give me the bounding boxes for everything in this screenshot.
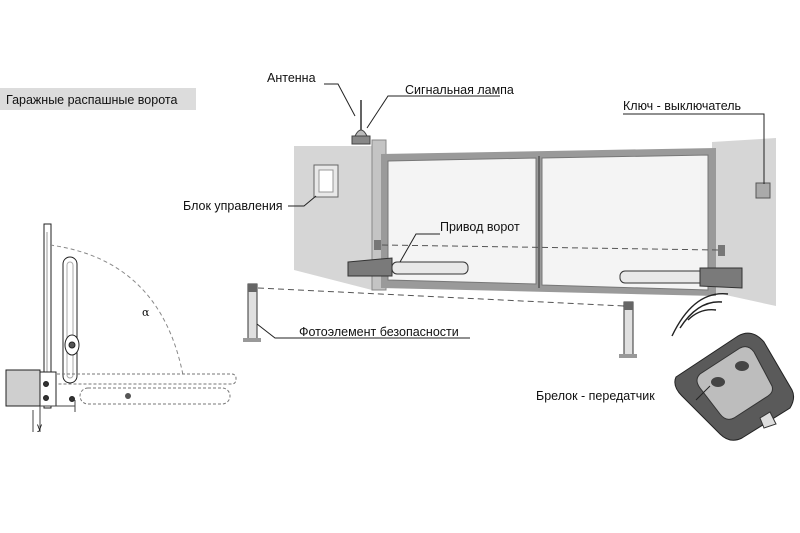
gate-leaf-left	[387, 157, 537, 285]
gate-scene	[243, 100, 776, 358]
leader-key-switch	[623, 113, 765, 184]
leader-remote	[695, 385, 711, 401]
gate-leaf-right	[541, 154, 709, 291]
leader-gate-drive	[399, 233, 440, 263]
right-wall	[712, 138, 776, 306]
title-box: Гаражные распашные ворота	[0, 88, 196, 110]
label-remote: Брелок - передатчик	[536, 389, 655, 403]
leader-control-unit	[288, 195, 317, 207]
actuator-closed	[79, 387, 231, 405]
remote-face	[696, 346, 773, 420]
gate-drive-right-arm	[619, 270, 707, 284]
side-view-drawing	[5, 223, 237, 432]
label-key-switch: Ключ - выключатель	[623, 99, 741, 113]
wall-bracket	[5, 369, 41, 407]
remote-led	[759, 411, 777, 429]
signal-wave-2	[679, 301, 723, 329]
gate-drive-left-arm	[391, 261, 469, 275]
photocell-left	[374, 240, 381, 250]
label-antenna: Антенна	[267, 71, 316, 85]
label-signal-lamp: Сигнальная лампа	[405, 83, 514, 97]
photocell-right	[718, 245, 725, 256]
dimension-y-label: y	[37, 422, 42, 433]
remote-transmitter	[671, 293, 795, 441]
photocell-post-right	[623, 301, 634, 357]
leader-lines	[256, 83, 765, 401]
signal-lamp	[354, 129, 368, 137]
gate-drive-left-motor	[347, 257, 393, 277]
leader-photocell	[256, 323, 470, 339]
gate-drive-right-motor	[699, 267, 743, 289]
label-control-unit: Блок управления	[183, 199, 283, 213]
photocell-beam-upper	[381, 244, 719, 251]
actuator-open	[62, 256, 78, 384]
remote-button-2	[735, 361, 749, 371]
signal-wave-3	[671, 293, 729, 337]
angle-alpha-label: α	[142, 306, 150, 319]
leader-signal-lamp	[366, 95, 500, 129]
signal-wave-1	[687, 309, 717, 321]
label-photocell: Фотоэлемент безопасности	[299, 325, 459, 339]
page-title: Гаражные распашные ворота	[6, 93, 177, 107]
key-switch-box	[755, 182, 771, 199]
photocell-beam-lower	[257, 287, 625, 307]
signal-lamp-base	[351, 135, 371, 145]
leader-antenna	[324, 83, 356, 117]
remote-button-1	[711, 377, 725, 387]
opening-arc	[49, 244, 184, 376]
photocell-post-left	[247, 283, 258, 341]
label-gate-drive: Привод ворот	[440, 220, 520, 234]
